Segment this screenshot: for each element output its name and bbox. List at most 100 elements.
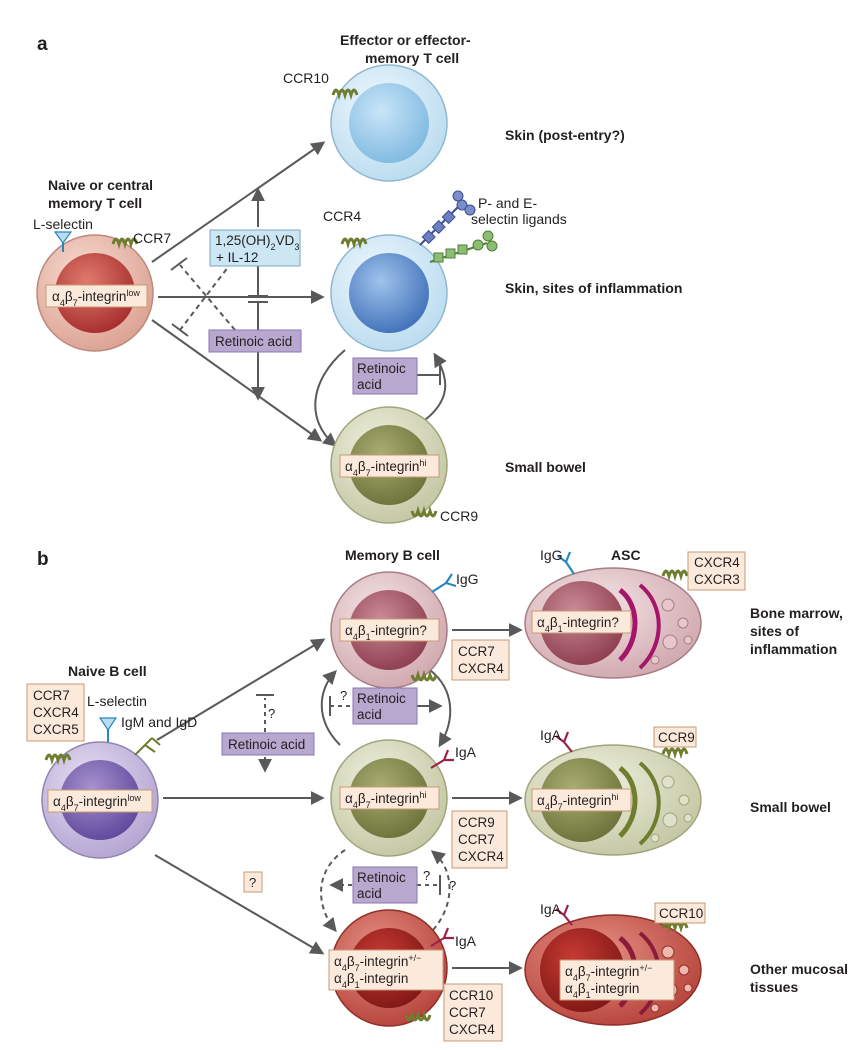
iga-label-mid: IgA (455, 744, 477, 760)
arrow-naive-to-effector (151, 141, 326, 263)
memory-b-title: Memory B cell (345, 547, 440, 563)
asc-mid-vesicle-2 (678, 794, 690, 806)
asc-bottom-receptor-box: CCR10 (654, 902, 706, 924)
selectin-ligands-line1: P- and E- (478, 195, 537, 211)
asc-top-vesicle-2 (677, 617, 689, 629)
asc-bottom-receptor-icon (661, 921, 689, 934)
retinoic-acid-box-a (208, 329, 302, 353)
question-ra-b: ? (268, 706, 275, 721)
asc-bottom-cell: α4β7-integrin+/− α4β1-integrin (524, 914, 702, 1026)
asc-top-er-band-2 (638, 583, 661, 670)
memory-b-receptor-icon (410, 669, 438, 682)
iga-b-receptor-box: CCR9 CCR7 CXCR4 (451, 810, 508, 869)
asc-mid-integrin-label: α4β7-integrinhi (537, 792, 618, 812)
asc-mid-vesicle-1 (661, 775, 675, 789)
arrow-naive-to-gut (151, 319, 323, 442)
iga-b-integrin-label: α4β7-integrinhi (345, 790, 426, 810)
gut-t-integrin-label: α4β7-integrinhi (345, 458, 426, 478)
asc-bottom-vesicle-5 (683, 983, 693, 993)
asc-mid-cell: α4β7-integrinhi (524, 744, 702, 856)
memory-b-receptor-box: CCR7 CXCR4 (451, 639, 510, 681)
iga-label-bottom: IgA (455, 933, 477, 949)
asc-mid-vesicle-3 (662, 812, 678, 828)
igm-igd-label: IgM and IgD (121, 714, 197, 730)
retinoic-split-a-line1: Retinoic (357, 361, 406, 376)
effector-t-cell (330, 64, 448, 182)
naive-b-receptor-3: CXCR5 (33, 722, 79, 737)
selectin-ligand-green-icon (429, 230, 498, 263)
ccr4-label: CCR4 (323, 208, 361, 224)
arrow-naive-b-to-mucosal (154, 854, 325, 955)
mucosal-b-receptor-1: CCR10 (449, 988, 493, 1003)
gut-t-cell: α4β7-integrinhi (330, 406, 448, 524)
memory-b-integrin-box (339, 618, 440, 642)
ccr10-label: CCR10 (283, 70, 329, 86)
memory-b-integrin-label: α4β1-integrin? (345, 623, 427, 642)
dashed-mucosal-to-iga (430, 850, 451, 931)
vitd-il12-box (209, 229, 301, 267)
igm-igd-icon (134, 737, 161, 756)
naive-b-receptor-2: CXCR4 (33, 705, 79, 720)
asc-top-receptor-box: CXCR4 CXCR3 (687, 551, 746, 591)
asc-bottom-vesicle-4 (650, 1003, 660, 1013)
asc-top-integrin-label: α4β1-integrin? (537, 615, 619, 634)
effector-title-line1: Effector or effector- (340, 32, 471, 48)
mucosal-b-receptor-icon (404, 1009, 432, 1022)
naive-b-ccr-receptor-icon (44, 753, 72, 766)
ccr9-receptor-icon (410, 505, 438, 518)
question-box-label: ? (249, 875, 256, 890)
asc-top-cell: α4β1-integrin? (524, 567, 702, 679)
ccr9-label: CCR9 (440, 508, 478, 524)
question-ra-b2-b: ? (449, 878, 456, 893)
question-box (243, 871, 263, 893)
naive-b-integrin-box (47, 789, 153, 813)
l-selectin-icon (53, 231, 73, 252)
asc-igg-label: IgG (540, 547, 563, 563)
asc-bottom-vesicle-1 (661, 945, 675, 959)
retinoic-split-b2-line2: acid (357, 886, 382, 901)
panel-b-label: b (37, 549, 49, 570)
retinoic-acid-box-b (221, 732, 315, 756)
asc-bottom-receptor-label: CCR10 (659, 906, 703, 921)
asc-mid-vesicle-5 (683, 813, 693, 823)
ccr7-label: CCR7 (133, 230, 171, 246)
selectin-ligands-line2: selectin ligands (471, 211, 567, 227)
ccr7-receptor-icon (111, 237, 139, 250)
mucosal-b-integrin-box (328, 949, 444, 991)
ccr4-receptor-icon (340, 237, 368, 250)
asc-bottom-vesicle-2 (678, 964, 690, 976)
naive-t-title-line2: memory T cell (48, 195, 142, 211)
naive-t-integrin-label: α4β7-integrinlow (52, 288, 140, 308)
destination-small-bowel-a: Small bowel (505, 459, 586, 475)
asc-top-integrin-box (531, 610, 632, 634)
retinoic-acid-label-a: Retinoic acid (215, 334, 292, 349)
destination-skin-inflammation: Skin, sites of inflammation (505, 280, 682, 296)
naive-t-title-line1: Naive or central (48, 177, 153, 193)
naive-t-cell-title: Naive or central memory T cell (48, 177, 153, 211)
asc-mid-er-band-2 (638, 761, 661, 846)
iga-icon-mid (430, 749, 454, 769)
igg-label: IgG (456, 571, 479, 587)
asc-top-receptor-1: CXCR4 (694, 555, 740, 570)
retinoic-split-box-b1 (352, 687, 418, 725)
asc-mid-receptor-label: CCR9 (658, 730, 695, 745)
gut-t-integrin-box (339, 454, 440, 478)
dest-mucosal-2: tissues (750, 979, 798, 995)
asc-bottom-integrin-box (559, 959, 675, 1001)
naive-t-integrin-box (45, 284, 148, 308)
effector-title-line2: memory T cell (365, 50, 459, 66)
retinoic-split-b1-line1: Retinoic (357, 691, 406, 706)
asc-top-receptor-icon (661, 569, 689, 582)
dest-small-bowel-b: Small bowel (750, 799, 831, 815)
retinoic-acid-label-b: Retinoic acid (228, 737, 305, 752)
igg-icon (431, 573, 457, 593)
mucosal-b-receptor-box: CCR10 CCR7 CXCR4 (443, 983, 503, 1042)
retinoic-split-b2-line1: Retinoic (357, 870, 406, 885)
naive-b-title: Naive B cell (68, 663, 147, 679)
l-selectin-b-label: L-selectin (87, 693, 147, 709)
asc-mid-integrin-box (531, 788, 632, 812)
mucosal-b-receptor-2: CCR7 (449, 1005, 486, 1020)
panel-b-arrows (154, 623, 523, 975)
